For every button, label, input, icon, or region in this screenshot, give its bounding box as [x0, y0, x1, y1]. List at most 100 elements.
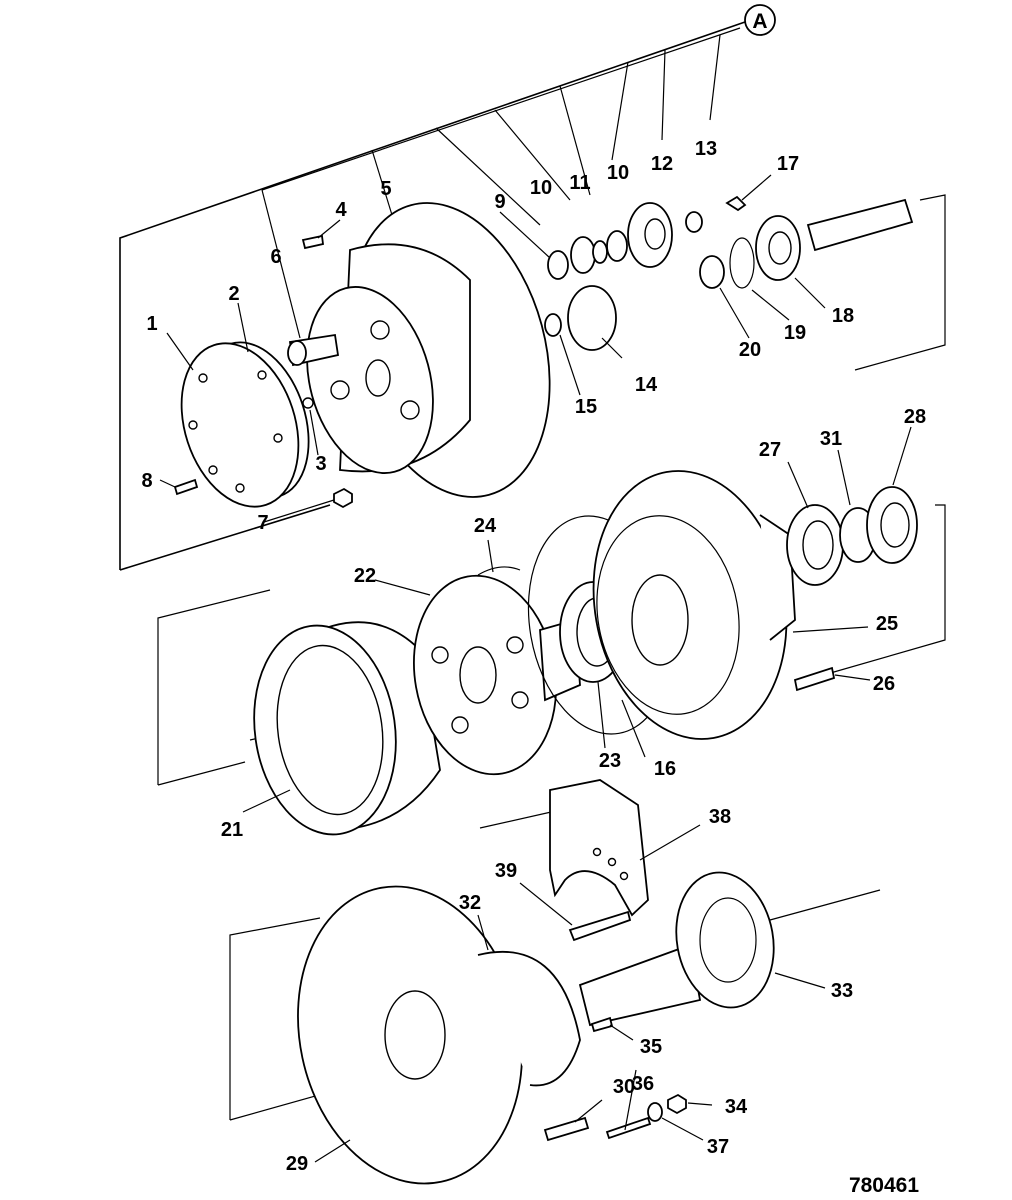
part-1-cover	[180, 341, 310, 508]
carrier-bore	[459, 646, 497, 704]
part-13-washer	[685, 211, 703, 233]
leader-line	[597, 681, 606, 749]
callout-26: 26	[873, 673, 895, 695]
callout-28: 28	[904, 406, 926, 428]
leader-line	[574, 1099, 603, 1123]
axle-flange-disc	[675, 871, 775, 1009]
callout-9: 9	[494, 191, 505, 213]
leader-line	[792, 626, 869, 633]
part-3-washer	[302, 397, 314, 409]
axle-flange-hub	[699, 897, 757, 983]
callout-4: 4	[335, 199, 347, 221]
callout-17: 17	[777, 153, 799, 175]
callout-34: 34	[725, 1096, 748, 1118]
part-21-ring-gear	[253, 621, 441, 836]
part-30-bolt	[543, 1116, 590, 1142]
part-17-key	[725, 195, 747, 212]
callout-20: 20	[739, 339, 761, 361]
part-32-plate	[477, 950, 581, 1087]
leader-10b-axis	[611, 61, 629, 161]
callout-11: 11	[569, 172, 590, 194]
leader-line	[237, 302, 249, 353]
carrier-hole	[506, 636, 524, 654]
hub-inner-ring	[596, 515, 740, 715]
callout-5: 5	[380, 178, 391, 200]
callout-37: 37	[707, 1136, 729, 1158]
part-27-bore	[802, 520, 834, 570]
part-39-bolt	[568, 910, 632, 942]
part-38-bracket	[549, 779, 649, 917]
leader-line	[263, 499, 335, 523]
leader-6-axis	[261, 189, 301, 339]
leader-line	[687, 1102, 713, 1106]
callout-labels: 1 2 3 4 5 6 7 8 9 10 10 11 12 13 14 15 1…	[141, 138, 926, 1175]
leader-line	[794, 277, 826, 309]
cover-hole	[257, 370, 267, 380]
leader-5-axis	[371, 149, 393, 216]
leader-line	[559, 334, 581, 396]
frame-middle-left	[157, 589, 271, 785]
callout-38: 38	[709, 806, 731, 828]
leader-lines	[159, 174, 912, 1163]
leader-line	[661, 1117, 704, 1141]
part-12-bore	[644, 218, 666, 250]
callout-8: 8	[141, 470, 152, 492]
leader-line	[499, 211, 551, 259]
part-19-circlip	[729, 237, 755, 289]
frame-lower-left	[229, 917, 321, 1120]
part-29-brake-disc	[297, 885, 523, 1185]
callout-33: 33	[831, 980, 853, 1002]
part-34-nut	[667, 1093, 687, 1115]
pin-end	[287, 340, 307, 366]
bracket-body	[549, 779, 649, 917]
callout-22: 22	[354, 565, 376, 587]
part-37-washer	[647, 1102, 663, 1122]
callout-25: 25	[876, 613, 898, 635]
callout-36: 36	[632, 1073, 654, 1095]
drive-shaft	[806, 198, 914, 252]
leader-line	[166, 332, 194, 371]
axle-shaft	[578, 943, 702, 1027]
part-25-wheel-hub	[592, 470, 796, 740]
callout-16: 16	[654, 758, 676, 780]
leader-10a-axis	[494, 109, 571, 201]
cover-hole	[188, 420, 198, 430]
carrier-hole	[511, 691, 529, 709]
frame-upper-right	[854, 194, 946, 371]
bracket-hole	[592, 847, 602, 857]
cover-hole	[198, 373, 208, 383]
leader-line	[787, 461, 809, 509]
leader-line	[309, 409, 319, 456]
leader-line	[317, 219, 341, 239]
callout-15: 15	[575, 396, 597, 418]
part-8-screw	[173, 478, 199, 496]
frame-upper-outline	[119, 21, 746, 570]
part-33-axle-flange	[578, 871, 775, 1027]
leader-line	[159, 479, 176, 488]
callout-30: 30	[613, 1076, 635, 1098]
callout-1: 1	[146, 313, 157, 335]
callout-2: 2	[228, 283, 239, 305]
leader-11-axis	[559, 85, 591, 196]
axis-mid	[479, 809, 561, 829]
callout-21: 21	[221, 819, 243, 841]
frame-middle-bottom	[157, 761, 246, 786]
frame-middle-right	[819, 504, 946, 677]
part-28-bore	[880, 502, 910, 548]
part-20-washer	[699, 255, 725, 289]
cover-plate	[180, 342, 300, 508]
hub-bore	[631, 574, 689, 666]
callout-24: 24	[474, 515, 497, 537]
disc-bore	[384, 990, 446, 1080]
part-22-sun-carrier	[413, 566, 581, 776]
small-fasteners	[173, 234, 353, 509]
leader-line	[892, 426, 912, 486]
leader-line	[834, 674, 871, 681]
leader-line	[374, 579, 431, 596]
leader-line	[487, 539, 494, 573]
reference-letter: A	[752, 10, 767, 33]
part-9-washer	[547, 250, 569, 280]
callout-12: 12	[651, 153, 673, 175]
